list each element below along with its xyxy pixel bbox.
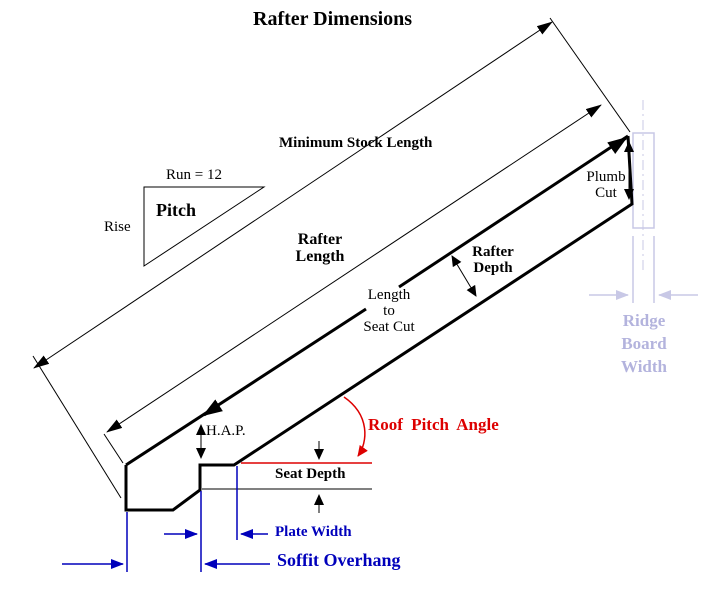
pitch-triangle: [143, 186, 266, 267]
plate-width-dimension: [164, 466, 268, 572]
run-label: Run = 12: [166, 167, 222, 183]
roof-pitch-angle-label: Roof Pitch Angle: [368, 415, 499, 434]
ridge-board-width-label: Ridge Board Width: [621, 311, 667, 377]
plumb-cut-label: Plumb Cut: [586, 169, 626, 201]
minimum-stock-length-label: Minimum Stock Length: [279, 135, 433, 151]
rise-label: Rise: [104, 219, 131, 235]
soffit-overhang-dimension: [62, 512, 270, 572]
seat-depth-label: Seat Depth: [275, 466, 346, 482]
soffit-overhang-label: Soffit Overhang: [277, 550, 401, 570]
length-to-seat-cut-label: Length to Seat Cut: [363, 287, 415, 335]
plate-width-label: Plate Width: [275, 524, 352, 540]
rafter-length-label: Rafter Length: [295, 231, 345, 265]
rafter-depth-dimension: [451, 255, 477, 297]
hap-label: H.A.P.: [206, 423, 246, 439]
pitch-label: Pitch: [156, 200, 196, 220]
seat-depth-dimension: [202, 441, 372, 513]
page-title: Rafter Dimensions: [253, 8, 413, 30]
roof-pitch-angle-arc: [241, 396, 372, 464]
rafter-length-dimension: [103, 104, 602, 464]
ridge-board: [589, 100, 698, 303]
rafter-depth-label: Rafter Depth: [472, 244, 514, 276]
